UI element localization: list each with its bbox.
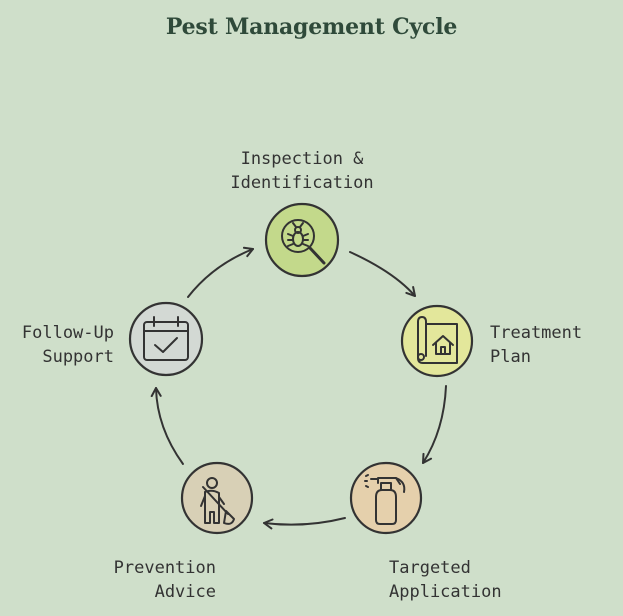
step-prevention-circle [180,461,254,535]
arrow-treatment-to-application [422,385,447,464]
arrow-prevention-to-followup [150,387,184,465]
label-inspection-line2: Identification [230,173,374,193]
arrow-application-to-prevention [263,517,346,530]
person-broom-icon [200,477,235,525]
step-application [349,461,423,535]
label-treatment-line2: Plan [490,347,531,367]
label-application-line1: Targeted [389,558,471,578]
magnifier-bug-icon [281,219,326,265]
step-treatment [400,304,474,378]
label-inspection-line1: Inspection & [240,149,364,169]
step-application-circle [349,461,423,535]
label-followup-line2: Support [42,347,114,367]
step-inspection [264,202,340,278]
house-blueprint-icon [417,316,458,364]
label-application: Targeted Application [389,556,529,604]
label-followup-line1: Follow-Up [21,323,114,343]
calendar-check-icon [143,316,189,361]
label-inspection: Inspection & Identification [222,147,382,195]
label-followup: Follow-Up Support [8,321,114,369]
label-application-line2: Application [389,582,502,602]
page-title: Pest Management Cycle [165,14,458,40]
step-followup [128,301,204,377]
arrow-followup-to-inspection [187,246,254,298]
label-prevention-line1: Prevention [113,558,216,578]
label-treatment-line1: Treatment [490,323,583,343]
label-prevention-line2: Advice [154,582,216,602]
label-prevention: Prevention Advice [96,556,216,604]
arrow-inspection-to-treatment [349,251,416,297]
step-followup-circle [128,301,204,377]
spray-bottle-icon [364,474,406,525]
step-prevention [180,461,254,535]
label-treatment: Treatment Plan [490,321,610,369]
